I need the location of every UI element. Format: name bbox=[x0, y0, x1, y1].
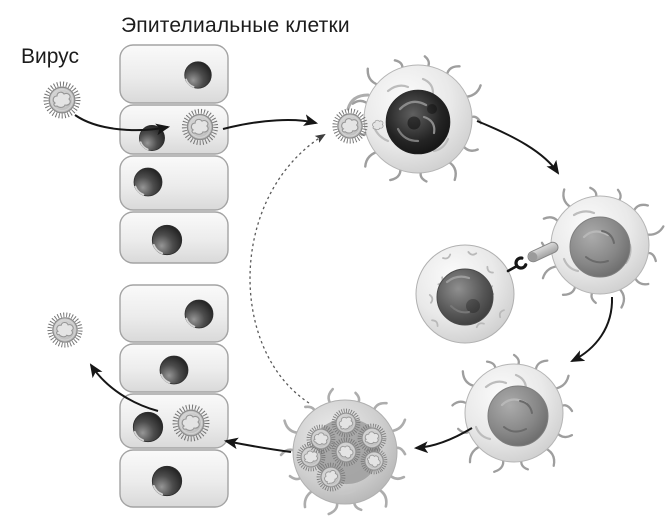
antigen-protrusion bbox=[527, 241, 559, 263]
arrow-virus-entry bbox=[74, 114, 171, 136]
arrow-producing-to-epithelial bbox=[223, 437, 292, 453]
t-cell-receptor-icon bbox=[506, 256, 528, 273]
antigen-presenting-cell bbox=[527, 186, 665, 309]
activated-cell bbox=[451, 353, 574, 473]
arrow-virus-release bbox=[89, 363, 159, 412]
arrow-presenting-to-activated bbox=[570, 296, 614, 362]
cell-nucleus-icon bbox=[184, 299, 214, 329]
nucleus-icon bbox=[487, 385, 549, 447]
virus-producing-cell bbox=[279, 387, 407, 516]
nucleus-swirls bbox=[500, 398, 533, 433]
cell-nucleus-icon bbox=[151, 465, 183, 497]
nucleus-swirls bbox=[582, 230, 615, 264]
arrow-activated-to-producing bbox=[413, 427, 473, 454]
epithelial-cells-label: Эпителиальные клетки bbox=[121, 14, 350, 37]
cell-nucleus-icon bbox=[151, 224, 183, 256]
epithelial-cell bbox=[119, 44, 229, 104]
phagocyte-cell bbox=[346, 55, 483, 183]
cell-nucleus-icon bbox=[183, 60, 213, 90]
arrow-virus-to-phagocyte bbox=[222, 114, 319, 130]
dashed-feedback-arrow bbox=[249, 133, 326, 404]
arrow-phagocyte-to-presenting bbox=[476, 120, 560, 175]
lymphocyte-cell bbox=[415, 244, 528, 344]
cell-nucleus-icon bbox=[132, 411, 164, 443]
virus-icon bbox=[46, 84, 78, 116]
arrows bbox=[74, 114, 614, 454]
virus-label: Вирус bbox=[21, 45, 79, 68]
virus-icon-released bbox=[47, 312, 83, 348]
virus-icon-engulfed bbox=[335, 111, 365, 141]
nucleus-icon bbox=[436, 268, 494, 326]
nucleus-icon bbox=[569, 216, 631, 278]
nucleus-swirls bbox=[396, 100, 437, 143]
cell-nucleus-icon bbox=[133, 167, 163, 197]
cell-nucleus-icon bbox=[159, 355, 189, 385]
engulfing-arm bbox=[346, 93, 370, 111]
nucleus-swirls bbox=[445, 275, 480, 314]
